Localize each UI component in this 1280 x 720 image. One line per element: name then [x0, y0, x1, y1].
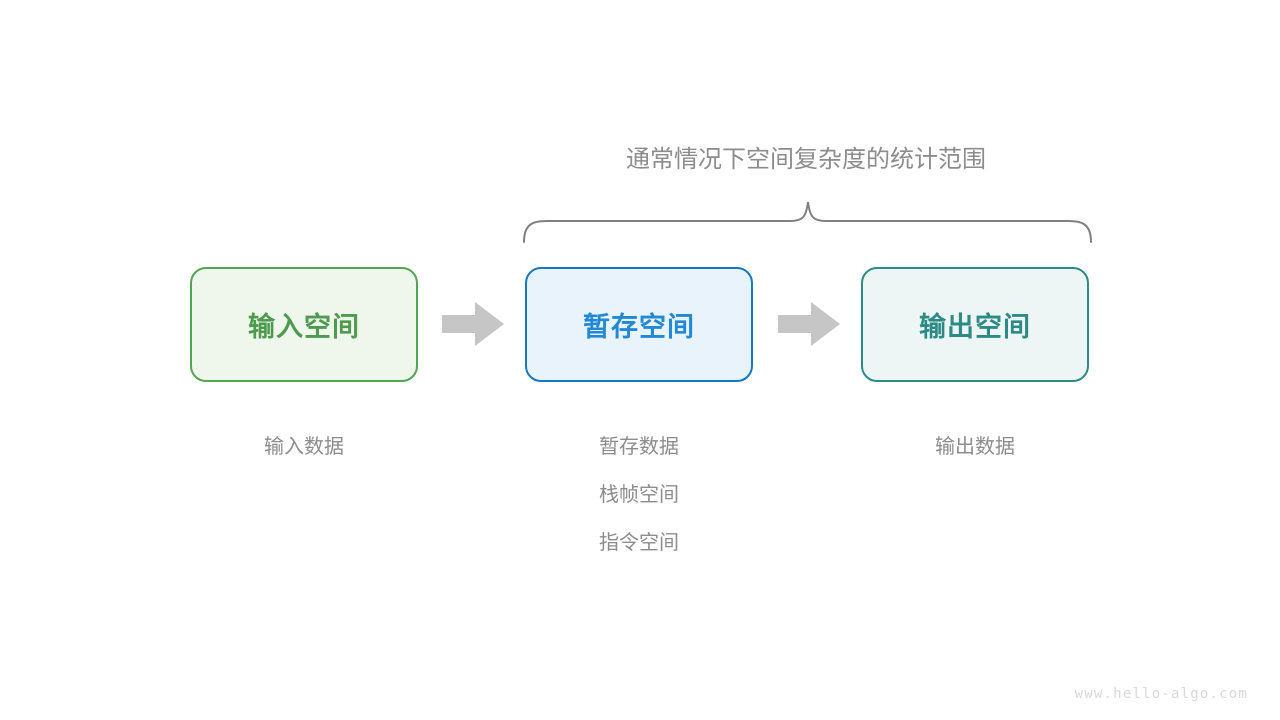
label-item: 栈帧空间 [599, 484, 679, 506]
curly-brace-icon [523, 201, 1092, 243]
arrow-temp-to-output-icon [778, 302, 840, 346]
box-temp-space: 暂存空间 [525, 267, 753, 382]
labels-temp-column: 暂存数据 栈帧空间 指令空间 [525, 423, 753, 567]
watermark: www.hello-algo.com [1074, 686, 1248, 702]
right-arrow-icon [778, 302, 840, 346]
label-item: 指令空间 [599, 532, 679, 554]
box-temp-space-label: 暂存空间 [583, 312, 695, 342]
label-item: 输入数据 [264, 436, 344, 458]
label-item: 输出数据 [935, 436, 1015, 458]
box-input-space-label: 输入空间 [248, 312, 360, 342]
title-segment-1: 通常情况下 [626, 146, 746, 173]
right-arrow-icon [442, 302, 504, 346]
label-item: 暂存数据 [599, 436, 679, 458]
box-output-space: 输出空间 [861, 267, 1089, 382]
labels-input-column: 输入数据 [190, 423, 418, 471]
title-segment-2-bold: 空间复杂度 [746, 146, 866, 173]
labels-output-column: 输出数据 [861, 423, 1089, 471]
title-segment-3: 的统计范围 [866, 146, 986, 173]
box-input-space: 输入空间 [190, 267, 418, 382]
curly-brace [515, 196, 1100, 248]
box-output-space-label: 输出空间 [919, 312, 1031, 342]
page-title: 通常情况下空间复杂度的统计范围 [626, 143, 986, 177]
arrow-input-to-temp-icon [442, 302, 504, 346]
